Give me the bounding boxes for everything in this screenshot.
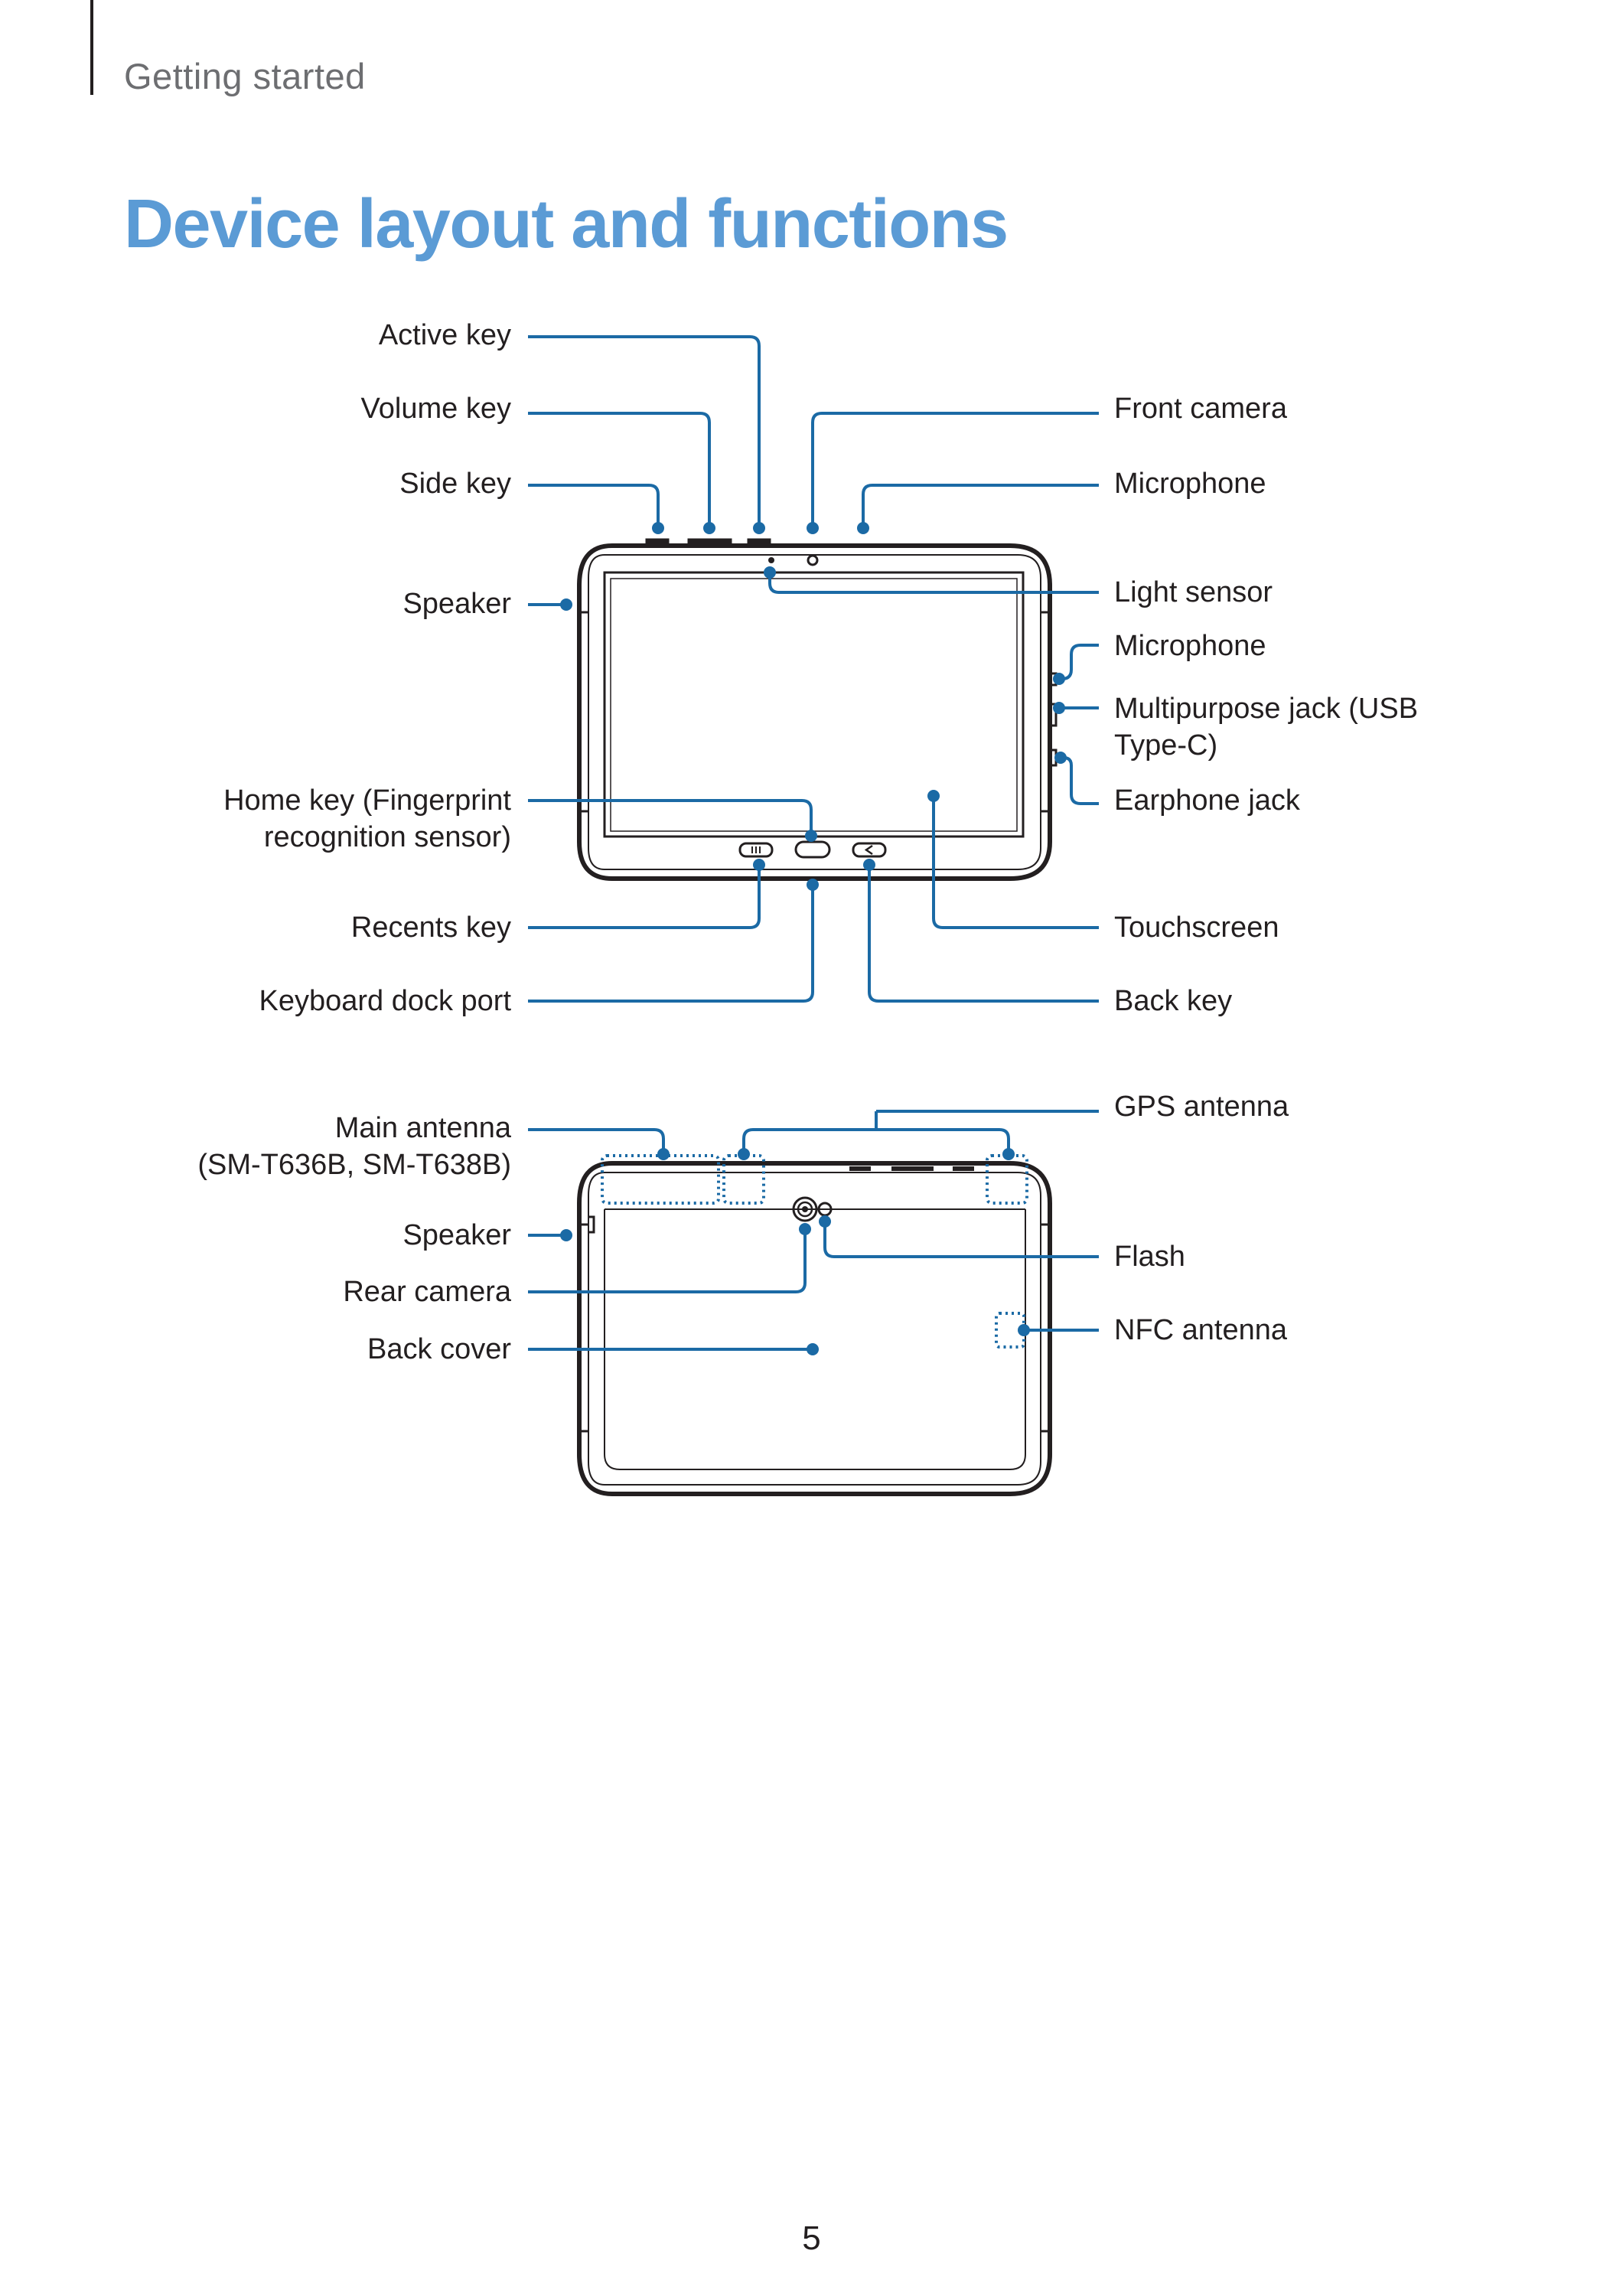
nfc-antenna-region: [995, 1312, 1025, 1349]
dot-multipurpose-jack: [1053, 702, 1065, 714]
label-flash: Flash: [1114, 1241, 1185, 1273]
label-home-key: Home key (Fingerprint recognition sensor…: [223, 784, 511, 853]
label-active-key: Active key: [378, 319, 511, 351]
page-title: Device layout and functions: [124, 186, 1009, 263]
margin-rule: [90, 0, 93, 95]
label-nfc-antenna: NFC antenna: [1114, 1314, 1288, 1346]
section-header: Getting started: [124, 56, 366, 96]
dot-gps-left: [738, 1148, 750, 1160]
dot-touchscreen: [927, 790, 940, 802]
dot-microphone-side: [1053, 673, 1065, 685]
dot-back-cover: [807, 1343, 819, 1355]
dot-nfc-antenna: [1018, 1324, 1030, 1336]
dot-microphone-top: [857, 522, 869, 534]
label-touchscreen: Touchscreen: [1114, 912, 1279, 944]
dot-speaker-front: [560, 598, 572, 611]
label-side-key: Side key: [399, 468, 511, 500]
front-device-illustration: [577, 538, 1058, 881]
label-gps-antenna: GPS antenna: [1114, 1091, 1289, 1123]
label-microphone-side: Microphone: [1114, 630, 1266, 662]
dot-speaker-back: [560, 1229, 572, 1241]
front-callout-dots: [560, 522, 1067, 891]
back-callout-lines: [528, 1110, 1099, 1351]
label-earphone-jack: Earphone jack: [1114, 784, 1300, 817]
dot-keyboard-dock: [807, 879, 819, 891]
front-callout-lines: [528, 335, 1099, 1003]
label-volume-key: Volume key: [360, 393, 511, 425]
label-main-antenna: Main antenna (SM-T636B, SM-T638B): [197, 1112, 511, 1181]
dot-home-key: [805, 830, 817, 842]
label-back-key: Back key: [1114, 985, 1233, 1017]
label-microphone-top: Microphone: [1114, 468, 1266, 500]
dot-front-camera: [807, 522, 819, 534]
dot-volume-key: [703, 522, 715, 534]
dot-active-key: [753, 522, 765, 534]
dot-rear-camera: [799, 1223, 811, 1235]
label-speaker-front: Speaker: [402, 588, 511, 620]
label-keyboard-dock-port: Keyboard dock port: [259, 985, 511, 1017]
dot-main-antenna: [657, 1148, 670, 1160]
label-speaker-back: Speaker: [402, 1219, 511, 1251]
gps-antenna-region-left: [722, 1154, 765, 1205]
dot-flash: [819, 1215, 831, 1228]
dot-gps-right: [1002, 1148, 1015, 1160]
dot-back-key: [863, 859, 875, 871]
back-device-illustration: [577, 1161, 1052, 1496]
label-back-cover: Back cover: [367, 1333, 511, 1365]
label-light-sensor: Light sensor: [1114, 576, 1273, 608]
label-rear-camera: Rear camera: [343, 1276, 511, 1308]
dot-recents-key: [753, 859, 765, 871]
antenna-regions: [601, 1154, 1028, 1349]
label-recents-key: Recents key: [350, 912, 511, 944]
dot-light-sensor: [764, 566, 776, 579]
dot-earphone-jack: [1054, 752, 1067, 764]
back-callout-dots: [560, 1148, 1030, 1355]
label-front-camera: Front camera: [1114, 393, 1287, 425]
gps-antenna-region-right: [986, 1154, 1028, 1205]
dot-side-key: [652, 522, 664, 534]
page-number: 5: [802, 2219, 821, 2257]
label-multipurpose-jack: Multipurpose jack (USB Type-C): [1114, 693, 1419, 762]
